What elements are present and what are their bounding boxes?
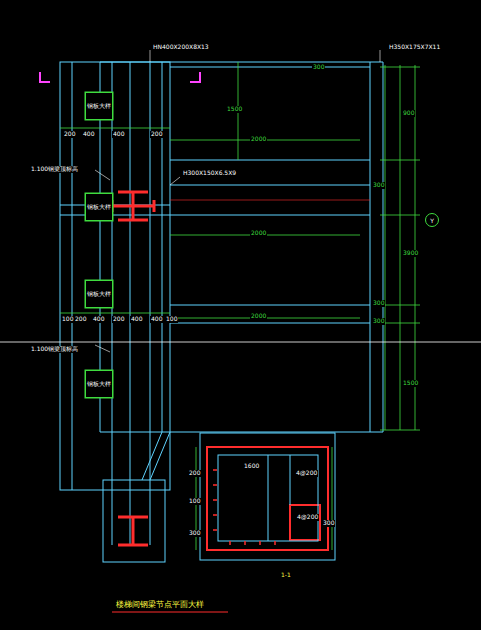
section-plate [207,447,328,550]
node-text: Y [430,217,434,224]
dimension: 2000 [250,136,267,143]
dimension: 100 [188,498,201,505]
detail-box: 钢板大样 [85,280,113,308]
dimension: 400 [112,131,125,138]
dimension: 300 [188,530,201,537]
dimension: 2000 [250,230,267,237]
dimension-lines [60,62,420,550]
dimension: 400 [150,316,163,323]
section-inner [218,455,318,541]
h-column-section [112,192,154,545]
axis-line [0,342,481,343]
leader-line [170,200,370,201]
leader-line [95,50,380,352]
dimension: 300 [372,318,385,325]
node-text: 钢板大样 [87,102,111,111]
dimension: 400 [130,316,143,323]
detail-box: 钢板大样 [85,193,113,221]
bolt-row [213,470,275,545]
drawing-title: 楼梯间钢梁节点平面大样 [115,601,205,610]
dimension: 2000 [250,313,267,320]
dimension: 4@200 [296,514,319,521]
dimension: 4@200 [295,470,318,477]
dimension: 1500 [226,106,243,113]
detail-box: 钢板大样 [85,370,113,398]
note-text: 1.100钢梁顶标高 [30,346,79,353]
dimension: 200 [150,131,163,138]
axis-bubble: Y [425,213,439,227]
dimension: 300 [312,64,325,71]
dimension: 3900 [402,250,419,257]
note-text: 1-1 [280,572,292,579]
section-mark [40,72,200,82]
dimension: 100 [165,316,178,323]
dimension: 200 [74,316,87,323]
dimension: 1600 [243,463,260,470]
dimension: 300 [372,182,385,189]
dimension: 200 [63,131,76,138]
dimension: 300 [322,520,335,527]
title-underline [112,612,228,613]
dimension: 300 [372,300,385,307]
dimension: 200 [188,470,201,477]
node-text: 钢板大样 [87,203,111,212]
node-text: 钢板大样 [87,380,111,389]
detail-box: 钢板大样 [85,92,113,120]
dimension: 200 [112,316,125,323]
dimension: 1500 [402,380,419,387]
note-text: H350X175X7X11 [388,44,441,51]
note-text: 1.100钢梁顶标高 [30,166,79,173]
beam-outline [60,62,383,562]
node-text: 钢板大样 [87,290,111,299]
dimension: 400 [82,131,95,138]
note-text: HN400X200X8X13 [152,44,210,51]
plate-box [85,92,113,398]
dimension: 100 [61,316,74,323]
dimension: 900 [402,110,415,117]
note-text: H300X150X6.5X9 [182,170,237,177]
dimension: 400 [92,316,105,323]
